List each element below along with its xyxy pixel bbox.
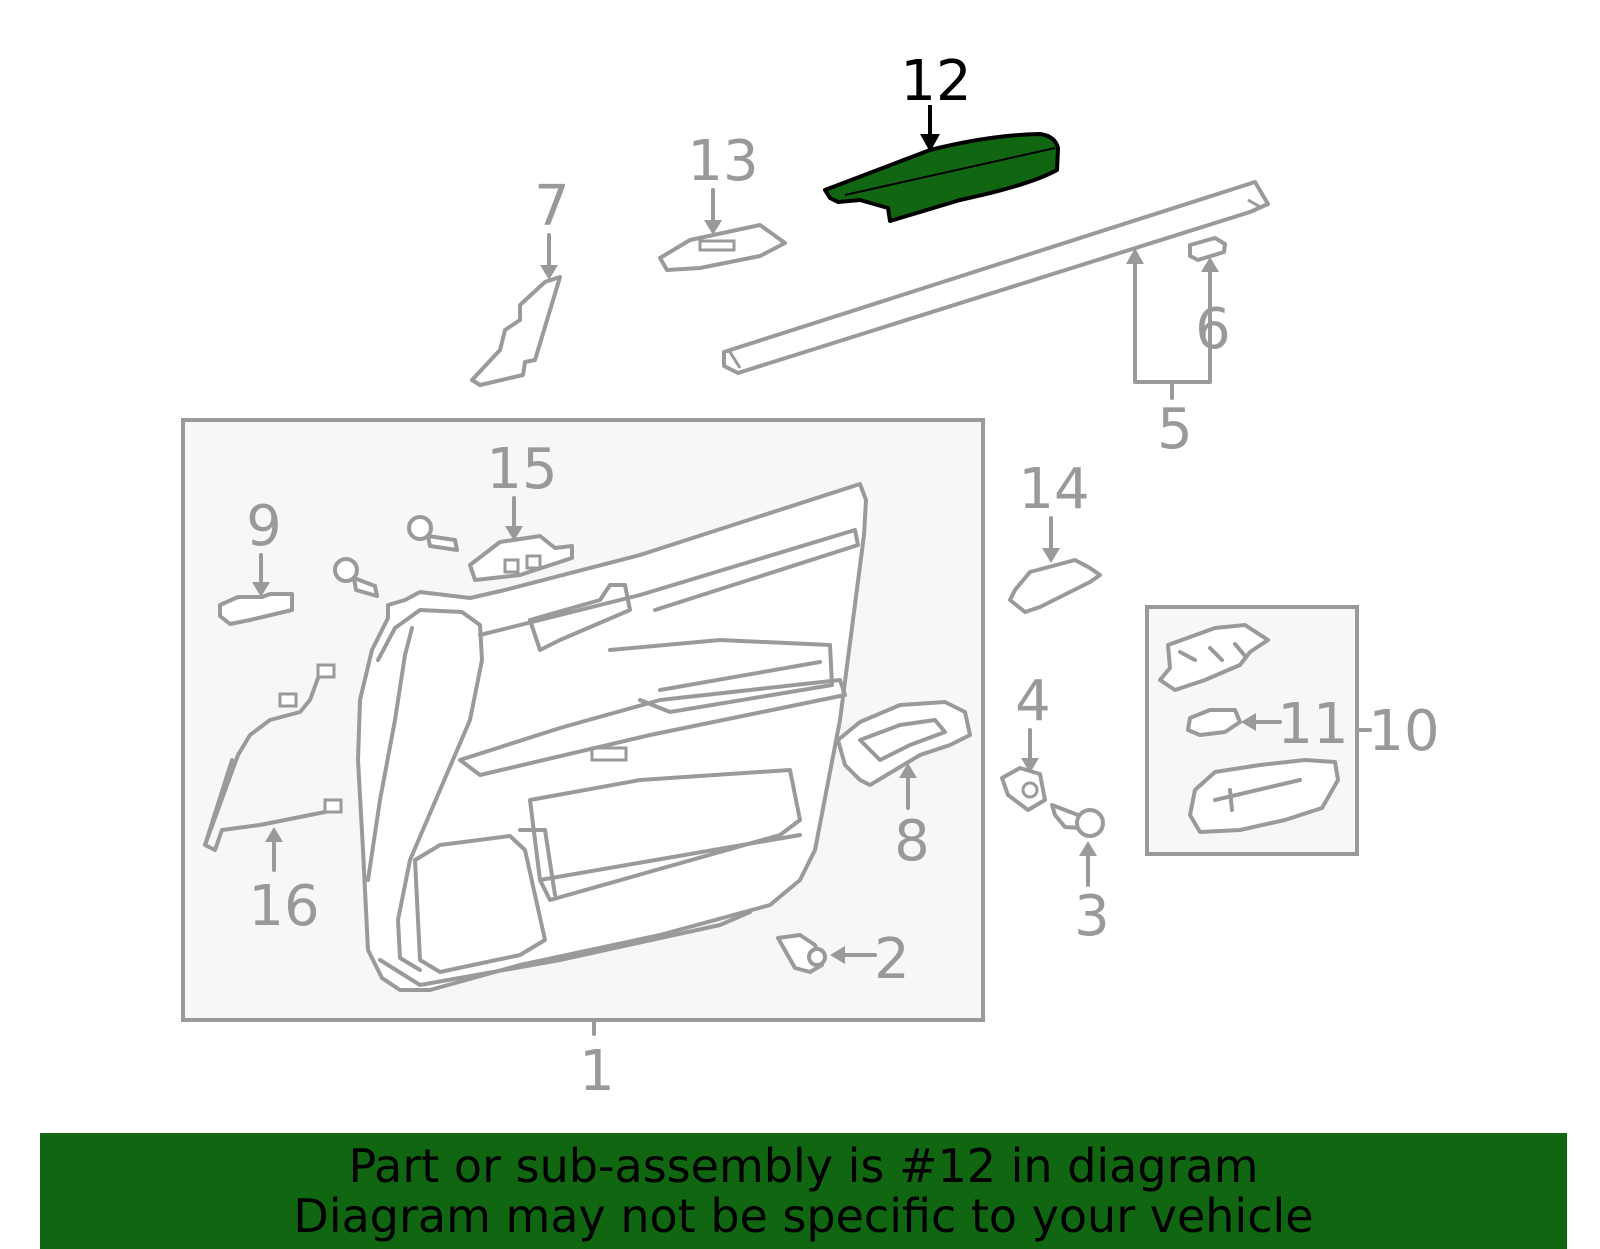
callout-14: 14	[1018, 457, 1089, 522]
part-11-arrowhead	[1241, 713, 1256, 731]
part-8-handle-lever	[858, 718, 947, 762]
screw-lower-shank	[352, 576, 379, 598]
banner-line-disclaimer: Diagram may not be specific to your vehi…	[293, 1189, 1314, 1243]
part-12-armrest-pad[interactable]	[823, 132, 1060, 223]
part-6-arrowhead	[1201, 257, 1219, 272]
callout-11: 11	[1277, 692, 1348, 757]
callout-13: 13	[687, 129, 758, 194]
part-14-arrowhead	[1042, 548, 1060, 563]
part-1-inner-contour-2	[366, 626, 414, 882]
part-1-door-panel-outline	[356, 482, 868, 992]
callout-16: 16	[248, 874, 319, 939]
callout-8: 8	[894, 809, 930, 874]
part-5-end-detail	[728, 198, 1263, 369]
part-9-arrowhead	[252, 582, 270, 597]
part-16-connector-a	[316, 663, 336, 679]
banner-line-part: Part or sub-assembly is #12 in diagram	[348, 1139, 1259, 1193]
part-1-speaker-area	[528, 768, 802, 902]
callout-2: 2	[874, 927, 910, 992]
part-1-lower-pocket	[413, 834, 547, 974]
part-12-arrowhead	[920, 134, 940, 152]
part-info-banner: Part or sub-assembly is #12 in diagram D…	[40, 1133, 1567, 1249]
part-10-upper-housing	[1158, 623, 1270, 692]
part-7-arrowhead	[540, 265, 558, 280]
callout-4: 4	[1015, 669, 1051, 734]
part-9-bracket	[218, 592, 294, 626]
part-11-handle-insert	[1186, 708, 1242, 737]
part-15-arrowhead	[505, 526, 523, 541]
part-4-arrowhead	[1021, 758, 1039, 773]
part-2-arrowhead	[830, 946, 845, 964]
callout-9: 9	[246, 494, 282, 559]
part-15-button-b	[525, 554, 542, 570]
part-8-arrowhead	[899, 763, 917, 778]
part-2-clip-head	[807, 947, 827, 967]
part-13-arrowhead	[704, 220, 722, 235]
part-12-crease	[844, 147, 1056, 196]
part-1-armrest-area	[458, 678, 847, 777]
part-1-handle-recess	[590, 746, 628, 762]
part-1-armrest-top	[608, 638, 834, 714]
part-16-connector-b	[278, 692, 298, 708]
callout-1: 1	[579, 1039, 615, 1104]
part-1-window-opening	[528, 583, 632, 652]
part-1-inner-contour	[376, 608, 484, 972]
part-1-map-pocket	[518, 828, 802, 897]
part-3-screw-shank	[1050, 803, 1082, 830]
part-1-armrest-slot	[658, 660, 822, 692]
callout-15: 15	[486, 437, 557, 502]
callout-12: 12	[900, 49, 971, 114]
part-3-arrowhead	[1079, 841, 1097, 856]
part-1-upper-trim	[478, 528, 860, 637]
callout-6: 6	[1195, 297, 1231, 362]
screw-upper-shank	[426, 534, 459, 552]
part-7-trim-triangle	[470, 275, 562, 387]
part-15-button-a	[503, 558, 520, 574]
part-10-lower-housing	[1188, 758, 1340, 834]
part-15-switch	[468, 534, 574, 582]
part-5-belt-molding	[722, 180, 1270, 375]
part-16-arrowhead	[265, 827, 283, 842]
callout-7: 7	[534, 174, 570, 239]
part-10-lower-housing-detail	[1213, 778, 1302, 812]
part-3-screw-head	[1075, 808, 1105, 838]
part-1-bottom-edge	[378, 910, 752, 987]
part-13-switch-bezel	[658, 223, 787, 272]
callout-3: 3	[1074, 884, 1110, 949]
part-4-clip-hole	[1021, 781, 1039, 799]
screw-upper	[407, 515, 433, 541]
part-16-connector-c	[323, 798, 343, 814]
part-13-switch-slot	[698, 239, 736, 252]
callout-10: 10	[1368, 699, 1439, 764]
part-14-bezel	[1008, 558, 1102, 614]
callout-5: 5	[1157, 397, 1193, 462]
part-5-arrowhead	[1126, 248, 1144, 264]
screw-lower	[333, 557, 359, 583]
part-6-clip	[1188, 236, 1227, 262]
part-10-upper-housing-detail	[1178, 642, 1247, 662]
